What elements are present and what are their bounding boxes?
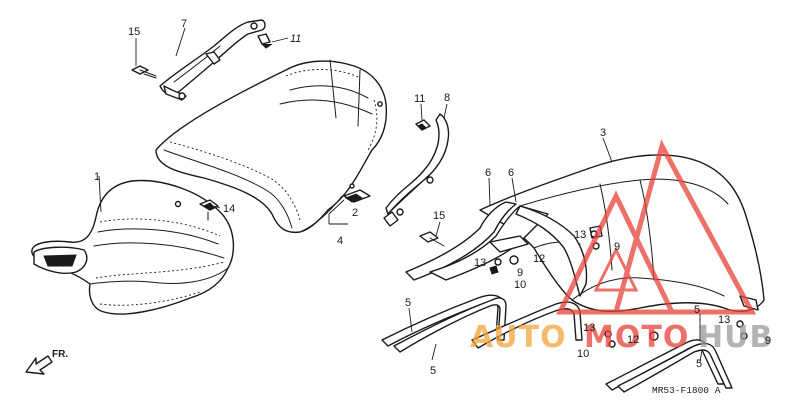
callout-8: 8	[444, 92, 450, 104]
callout-6-b: 6	[508, 167, 514, 179]
callout-3: 3	[600, 127, 606, 139]
rear-cowl-3	[479, 154, 765, 312]
callout-4: 4	[337, 235, 343, 247]
callout-12-b: 12	[627, 334, 639, 346]
watermark: AUTO MOTO HUB	[470, 139, 773, 355]
seat-bracket-2	[343, 189, 371, 203]
callout-9-a: 9	[517, 267, 523, 279]
callout-13-d: 13	[718, 314, 730, 326]
callout-15-a: 15	[128, 26, 140, 38]
watermark-text-middle: MOTO	[584, 320, 689, 355]
watermark-triangle-inner	[593, 246, 639, 292]
leader-lines	[98, 27, 703, 363]
bolt-15-top	[131, 65, 157, 79]
bolt-15-right	[419, 231, 445, 247]
callout-11-b: 11	[414, 93, 425, 105]
diagram-code: MR53-F1800 A	[652, 385, 721, 396]
callout-1: 1	[94, 171, 100, 183]
main-seat	[155, 59, 388, 234]
grab-rail-8	[383, 113, 450, 227]
fastener-set-lower	[604, 330, 659, 348]
callout-5-a: 5	[405, 297, 411, 309]
callout-14: 14	[223, 203, 235, 215]
grab-rail-7	[159, 19, 266, 101]
callout-13-c: 13	[583, 322, 595, 334]
callout-15-b: 15	[433, 210, 445, 222]
fastener-set-right	[736, 320, 748, 340]
watermark-triangle-right	[612, 139, 757, 315]
callout-7: 7	[181, 18, 187, 30]
watermark-text-right: HUB	[698, 320, 773, 355]
rider-seat	[31, 179, 235, 315]
front-label: FR.	[52, 349, 68, 360]
callout-5-d: 5	[696, 358, 702, 370]
callout-9-c: 9	[765, 335, 771, 347]
callout-5-c: 5	[694, 304, 700, 316]
callout-10-b: 10	[577, 348, 589, 360]
trim-strip-5-right	[605, 339, 733, 393]
watermark-text-left: AUTO	[470, 320, 567, 355]
callout-12-a: 12	[533, 253, 545, 265]
callout-5-b: 5	[430, 365, 436, 377]
callout-2: 2	[352, 207, 358, 219]
callout-13-b: 13	[474, 257, 486, 269]
trim-strip-6	[405, 201, 588, 297]
callout-9-b: 9	[614, 241, 620, 253]
bolt-11-top	[257, 33, 273, 49]
callout-labels: 1 2 3 4 5 5 5 5 6 6 7 8 9 9 9 10 10 11 1…	[94, 18, 771, 377]
bolt-11-right	[415, 119, 431, 131]
bolt-14	[199, 199, 219, 221]
callout-13-a: 13	[574, 229, 586, 241]
trim-strip-5-left	[381, 294, 583, 353]
front-direction-indicator: FR.	[25, 349, 68, 375]
callout-6-a: 6	[485, 167, 491, 179]
front-arrow-icon	[25, 355, 53, 375]
fastener-set-center	[489, 255, 519, 275]
callout-11-a: 11	[290, 33, 301, 45]
callout-10-a: 10	[514, 279, 526, 291]
